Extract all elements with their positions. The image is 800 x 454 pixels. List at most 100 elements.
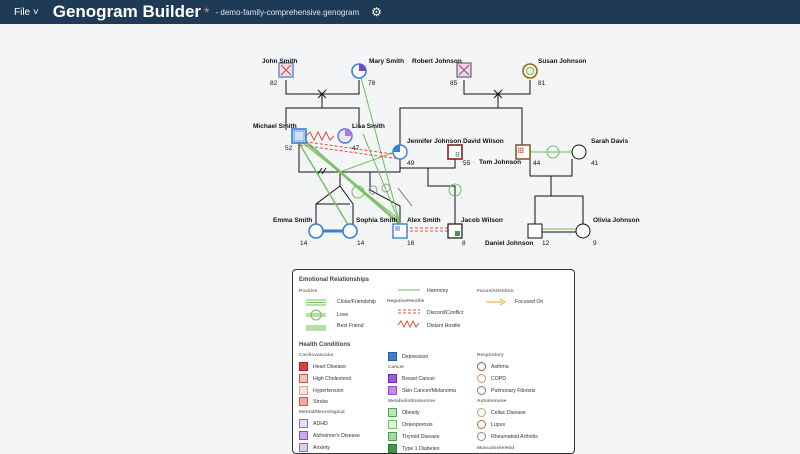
svg-text:Daniel Johnson: Daniel Johnson — [485, 240, 533, 247]
person-robert-johnson[interactable]: Robert Johnson 85 — [412, 58, 472, 87]
svg-text:Lisa Smith: Lisa Smith — [352, 123, 385, 130]
legend-breast-cancer: Breast Cancer — [402, 376, 436, 382]
category-metabolic: Metabolic/Endocrine — [388, 399, 435, 404]
person-tom-johnson[interactable]: Tom Johnson 44 — [479, 144, 541, 167]
genogram-diagram[interactable]: John Smith 82 Mary Smith 78 Robert Johns… — [0, 24, 800, 450]
svg-text:85: 85 — [450, 80, 458, 87]
legend-pulmonary-fibrosis: Pulmonary Fibrosis — [491, 388, 536, 394]
category-musculoskeletal: Musculoskeletal — [477, 446, 515, 451]
person-daniel-johnson[interactable]: Daniel Johnson 12 — [485, 223, 550, 247]
svg-text:Mary Smith: Mary Smith — [369, 58, 404, 65]
legend-celiac-disease: Celiac Disease — [491, 410, 526, 416]
svg-text:Olivia Johnson: Olivia Johnson — [593, 217, 640, 224]
svg-text:52: 52 — [285, 145, 293, 152]
swatch-adhd — [299, 419, 308, 428]
legend-distant-hostile: Distant Hostile — [427, 323, 461, 329]
svg-text:55: 55 — [463, 160, 471, 167]
person-lisa-smith[interactable]: Lisa Smith 47 — [337, 123, 385, 152]
person-michael-smith[interactable]: Michael Smith 52 — [253, 123, 307, 152]
person-susan-johnson[interactable]: Susan Johnson 81 — [522, 58, 586, 87]
swatch-thyroid — [388, 432, 397, 441]
harmony-swatch — [398, 289, 420, 291]
legend-high-cholesterol: High Cholesterol — [313, 376, 352, 382]
focus-arrow-swatch — [486, 298, 506, 306]
svg-text:81: 81 — [538, 80, 546, 87]
person-emma-smith[interactable]: Emma Smith 14 — [273, 217, 324, 247]
svg-text:Michael Smith: Michael Smith — [253, 123, 297, 130]
legend-obesity: Obesity — [402, 410, 420, 416]
legend-close-friendship: Close/Friendship — [337, 299, 376, 305]
legend-type1-diabetes: Type 1 Diabetes — [402, 446, 440, 452]
person-john-smith[interactable]: John Smith 82 — [262, 58, 297, 87]
legend-lupus: Lupus — [491, 422, 506, 428]
svg-text:9: 9 — [593, 240, 597, 247]
legend-thyroid-disease: Thyroid Disease — [402, 434, 440, 440]
category-cardiovascular: Cardiovascular — [299, 353, 334, 358]
category-respiratory: Respiratory — [477, 353, 504, 358]
svg-text:David Wilson: David Wilson — [463, 138, 504, 145]
swatch-celiac — [477, 408, 486, 417]
gear-icon[interactable]: ⚙ — [371, 5, 382, 19]
svg-text:Emma Smith: Emma Smith — [273, 217, 312, 224]
swatch-obesity — [388, 408, 397, 417]
legend-hypertension: Hypertension — [313, 388, 344, 394]
svg-text:12: 12 — [542, 240, 550, 247]
legend-osteoporosis: Osteoporosis — [402, 422, 433, 428]
swatch-type1-diabetes — [388, 444, 397, 453]
swatch-lupus — [477, 420, 486, 429]
app-title: Genogram Builder — [52, 2, 202, 21]
person-sophia-smith[interactable]: Sophia Smith 14 — [342, 217, 398, 247]
positive-swatches — [306, 299, 326, 331]
swatch-osteoporosis — [388, 420, 397, 429]
svg-text:8: 8 — [462, 240, 466, 247]
svg-text:14: 14 — [357, 240, 365, 247]
swatch-breast-cancer — [388, 374, 397, 383]
legend-alzheimers: Alzheimer's Disease — [313, 433, 360, 439]
legend-rheumatoid-arthritis: Rheumatoid Arthritis — [491, 434, 538, 440]
divorce-marks — [317, 89, 503, 99]
svg-text:Alex Smith: Alex Smith — [407, 217, 441, 224]
negative-swatches — [397, 309, 420, 329]
legend-depression: Depression — [402, 354, 429, 360]
person-alex-smith[interactable]: Alex Smith 16 — [392, 217, 441, 247]
svg-text:16: 16 — [407, 240, 415, 247]
legend-skin-cancer: Skin Cancer/Melanoma — [402, 388, 456, 394]
swatch-anxiety — [299, 443, 308, 452]
category-focus: Focus/Attention — [477, 289, 514, 294]
legend-harmony: Harmony — [427, 288, 449, 294]
legend-copd: COPD — [491, 376, 506, 382]
file-name: - demo-family-comprehensive.genogram — [215, 7, 360, 17]
legend-discord-conflict: Discord/Conflict — [427, 310, 464, 316]
category-positive: Positive — [299, 289, 318, 294]
file-menu[interactable]: File ˅ — [14, 6, 39, 18]
swatch-copd — [477, 374, 486, 383]
svg-text:Sophia Smith: Sophia Smith — [356, 217, 398, 224]
person-david-wilson[interactable]: David Wilson 55 — [447, 138, 504, 167]
health-conditions-title: Health Conditions — [299, 342, 351, 348]
svg-text:Jacob Wilson: Jacob Wilson — [461, 217, 503, 224]
person-olivia-johnson[interactable]: Olivia Johnson 9 — [575, 217, 640, 247]
category-cancer: Cancer — [388, 365, 405, 370]
svg-text:Robert Johnson: Robert Johnson — [412, 58, 462, 65]
person-sarah-davis[interactable]: Sarah Davis 41 — [571, 138, 629, 167]
legend-best-friend: Best Friend — [337, 323, 364, 329]
swatch-skin-cancer — [388, 386, 397, 395]
swatch-rheumatoid — [477, 432, 486, 441]
svg-text:Tom Johnson: Tom Johnson — [479, 159, 521, 166]
svg-text:49: 49 — [407, 160, 415, 167]
swatch-stroke — [299, 397, 308, 406]
person-jennifer-johnson[interactable]: Jennifer Johnson 49 — [392, 138, 461, 167]
legend-anxiety: Anxiety — [313, 445, 331, 451]
harmony-circles — [351, 145, 560, 199]
svg-text:47: 47 — [352, 145, 360, 152]
person-mary-smith[interactable]: Mary Smith 78 — [351, 58, 404, 87]
person-jacob-wilson[interactable]: Jacob Wilson 8 — [447, 217, 503, 247]
family-lines — [285, 80, 584, 228]
svg-text:78: 78 — [368, 80, 376, 87]
svg-text:14: 14 — [300, 240, 308, 247]
emotional-relationships-title: Emotional Relationships — [299, 277, 370, 283]
svg-text:44: 44 — [533, 160, 541, 167]
svg-text:Jennifer Johnson: Jennifer Johnson — [407, 138, 461, 145]
svg-text:41: 41 — [591, 160, 599, 167]
legend-focused-on: Focused On — [515, 299, 544, 305]
